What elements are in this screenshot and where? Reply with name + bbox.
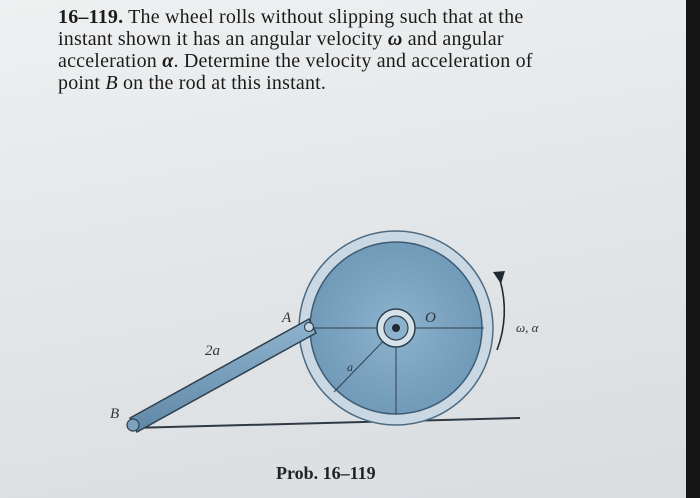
label-a: A bbox=[281, 310, 292, 326]
ground-line bbox=[129, 417, 521, 429]
omega-alpha-arrow bbox=[496, 279, 506, 351]
problem-line-3: acceleration α. Determine the velocity a… bbox=[58, 50, 533, 72]
problem-line-1: 16–119. The wheel rolls without slipping… bbox=[58, 6, 524, 28]
label-omega-alpha: ω, α bbox=[516, 320, 540, 335]
omega-alpha-arrowhead-icon bbox=[493, 271, 505, 284]
pin-a bbox=[303, 321, 315, 333]
problem-statement: 16–119. The wheel rolls without slipping… bbox=[58, 6, 638, 94]
label-o: O bbox=[425, 310, 436, 326]
rod-2a bbox=[129, 317, 317, 434]
label-rod-length: 2a bbox=[205, 343, 220, 359]
alpha-symbol: α bbox=[162, 50, 174, 72]
omega-symbol: ω bbox=[387, 28, 403, 50]
label-radius: a bbox=[347, 360, 353, 374]
label-b: B bbox=[110, 406, 119, 422]
figure-caption: Prob. 16–119 bbox=[276, 463, 376, 483]
hub-pin bbox=[392, 324, 400, 332]
problem-number: 16–119. bbox=[58, 6, 124, 28]
end-b-cap bbox=[126, 418, 140, 432]
problem-line-4: point B on the rod at this instant. bbox=[58, 72, 327, 94]
point-b-ref: B bbox=[105, 72, 118, 94]
problem-line-2: instant shown it has an angular velocity… bbox=[58, 28, 504, 50]
